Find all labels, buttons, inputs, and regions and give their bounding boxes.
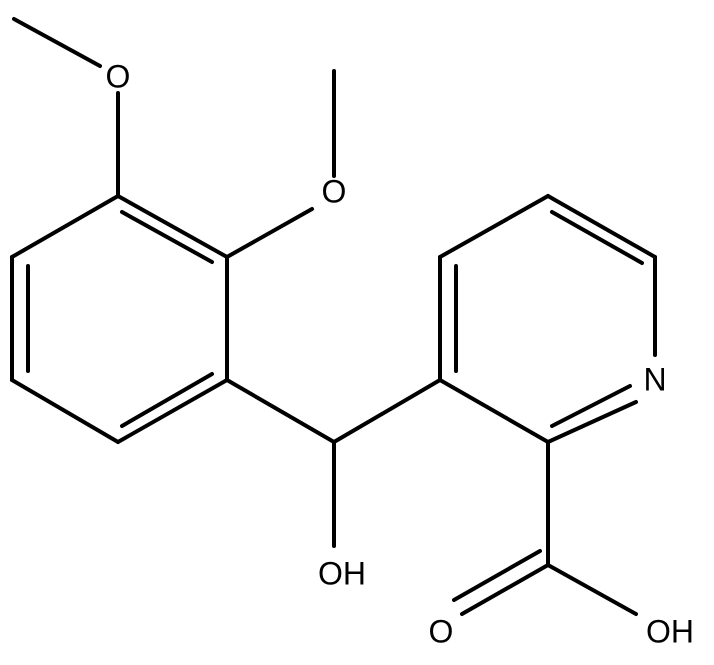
atom-label-hydroxyl: OH (318, 555, 366, 591)
bond-benzene-4 (10, 378, 120, 444)
bond-pyridine-5-inner (550, 384, 632, 428)
atom-label-carbonyl-o: O (429, 613, 454, 649)
bond-acid-oh (546, 563, 638, 616)
bond-pyridine-2 (438, 194, 550, 259)
bond-benzene-3-inner (120, 372, 214, 428)
bond-carbonyl (460, 563, 550, 616)
bond-carbonyl-inner (452, 549, 542, 602)
bond-methyl-o1 (12, 17, 102, 68)
atom-label-pyridine-n: N (643, 361, 666, 397)
atom-label-acid-oh: OH (646, 613, 694, 649)
bond-pyridine-6 (438, 378, 550, 444)
bond-benzene-1-inner (120, 210, 214, 264)
bond-carbinol-pyridine (332, 378, 442, 444)
bond-benzene-3 (116, 378, 229, 444)
bond-pyridine-3 (546, 194, 657, 259)
bond-benzene-carbinol (225, 378, 336, 444)
bond-pyridine-5 (546, 400, 638, 444)
atom-label-methoxy-o-top: O (106, 58, 131, 94)
atom-label-methoxy-o-mid: O (322, 173, 347, 209)
bond-benzene-1 (116, 194, 229, 259)
bond-o2-ring (225, 207, 314, 259)
bond-pyridine-3-inner (550, 210, 644, 265)
bond-benzene-6 (10, 194, 120, 259)
